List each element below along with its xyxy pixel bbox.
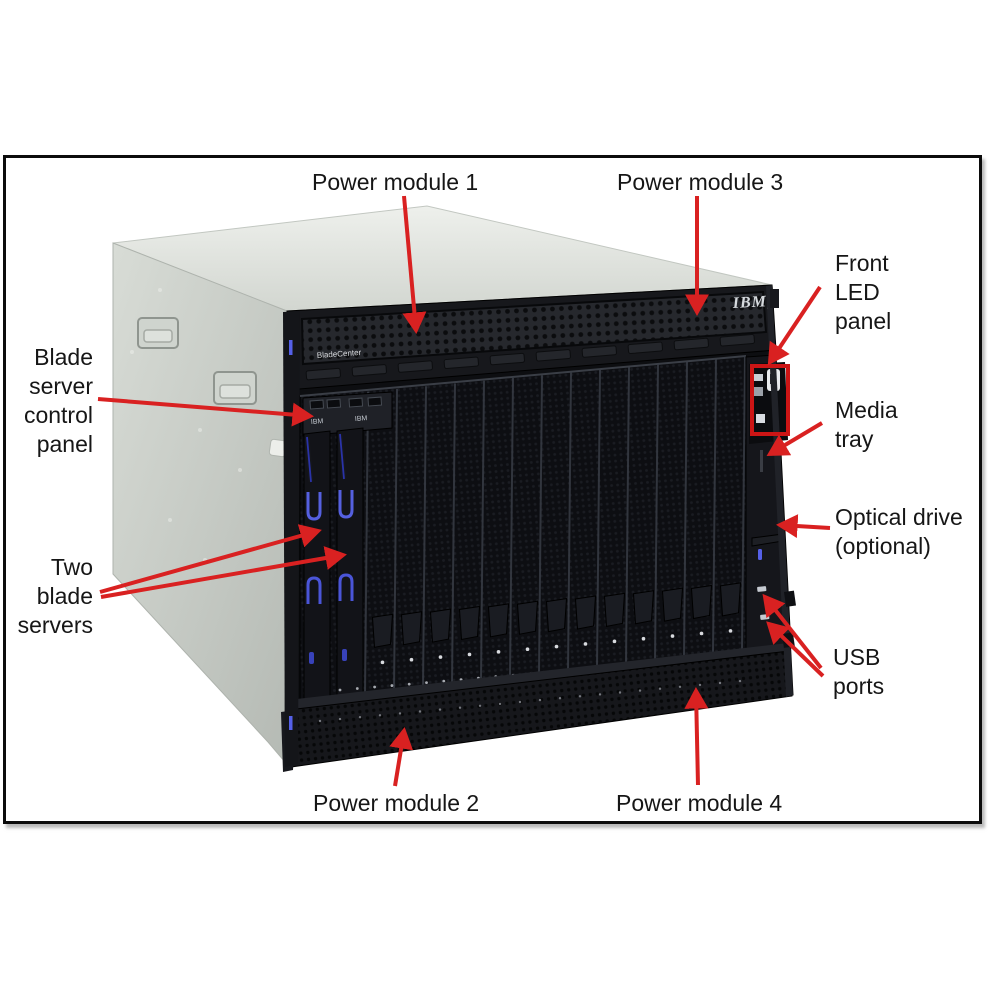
callout-usb-ports: USB ports	[833, 644, 885, 699]
callout-two-blade-servers: Two blade servers	[17, 554, 93, 638]
bezel-vent-slots	[305, 334, 755, 381]
media-tray-panel	[745, 354, 792, 655]
callout-arrows	[97, 195, 831, 787]
callout-power-module-3: Power module 3	[617, 169, 784, 195]
led-indicator-2	[754, 387, 763, 396]
ibm-logo: IBM	[731, 293, 767, 312]
callout-media-tray: Media tray	[835, 397, 898, 452]
blade-bay-area: IBM IBM	[299, 355, 774, 709]
callout-power-module-4: Power module 4	[616, 790, 783, 816]
side-panel-speckles	[130, 288, 242, 562]
arrow-power-module-1	[402, 195, 427, 334]
bay-led-dot-row	[380, 629, 733, 665]
arrow-usb-port-2	[766, 621, 825, 678]
arrow-optical-drive	[776, 514, 831, 539]
blade2-release-latch-upper	[338, 490, 354, 519]
side-handle-top	[137, 317, 179, 349]
callout-optical-drive: Optical drive (optional)	[835, 504, 963, 559]
arrow-power-module-2	[389, 727, 414, 787]
side-handle-bottom	[213, 371, 257, 405]
blade1-release-latch-lower	[306, 576, 322, 604]
blade1-ibm-logo: IBM	[311, 418, 324, 426]
blade2-release-latch-lower	[338, 573, 354, 601]
bay-top-rail	[299, 355, 747, 397]
arrow-power-module-4	[684, 687, 709, 786]
bay-latches	[371, 582, 742, 648]
bladecenter-label: BladeCenter	[317, 348, 362, 360]
arrow-blade-control-panel	[97, 397, 314, 427]
callout-front-led-panel: Front LED panel	[835, 250, 892, 334]
server-chassis: IBM BladeCenter	[112, 205, 796, 772]
arrow-front-led-panel	[767, 285, 822, 366]
bay-dividers	[364, 356, 746, 696]
arrow-blade-server-2	[100, 546, 347, 599]
arrow-blade-server-1	[99, 524, 322, 594]
arrow-media-tray	[766, 421, 824, 457]
front-led-panel-highlight-box	[750, 364, 790, 436]
led-indicator-1	[754, 374, 763, 381]
led-indicator-3	[756, 414, 765, 423]
power-module-grille-top: IBM BladeCenter	[286, 284, 777, 391]
callout-blade-server-control-panel: Blade server control panel	[23, 344, 93, 457]
arrow-usb-port-1	[762, 593, 823, 670]
grille-led-dot-row	[318, 679, 742, 723]
blade1-release-latch-upper	[306, 492, 322, 521]
chassis-side-panel	[112, 242, 288, 764]
blade-server-2	[336, 427, 364, 701]
blade-server-1	[303, 430, 331, 705]
callout-power-module-1: Power module 1	[312, 169, 479, 195]
blade-server-control-panel: IBM IBM	[302, 391, 393, 437]
blade2-ibm-logo: IBM	[355, 415, 368, 423]
callout-power-module-2: Power module 2	[313, 790, 480, 816]
